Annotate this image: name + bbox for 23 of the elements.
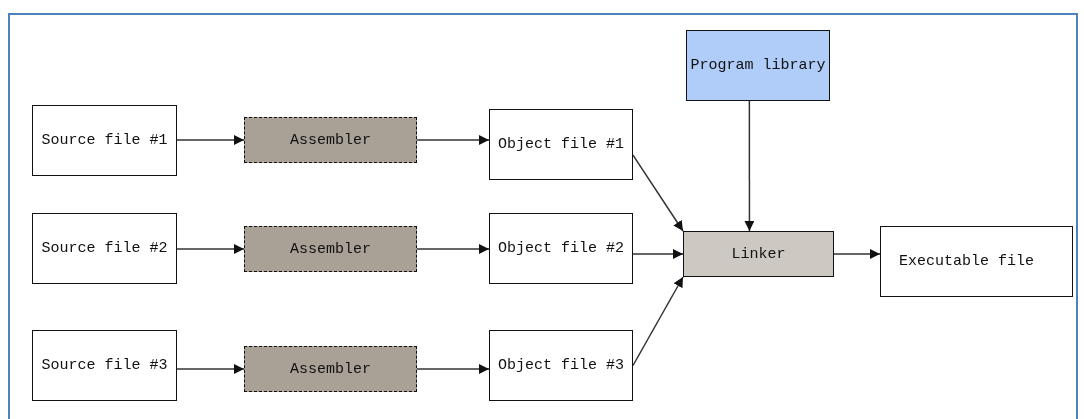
arrow	[744, 100, 755, 232]
arrow	[176, 364, 245, 374]
process-box: Source file #3	[32, 330, 177, 401]
assembler-box: Assembler	[244, 117, 417, 163]
process-box: Source file #2	[32, 213, 177, 284]
arrow	[176, 135, 245, 145]
arrow	[416, 135, 490, 145]
arrow	[632, 249, 684, 259]
arrow	[176, 244, 245, 254]
arrow	[632, 276, 684, 367]
output-box: Executable file	[880, 226, 1073, 297]
process-box: Object file #2	[489, 213, 633, 284]
arrow	[833, 249, 881, 259]
arrow	[416, 244, 490, 254]
arrow	[416, 364, 490, 374]
arrow	[632, 154, 684, 232]
linker-box: Linker	[683, 231, 834, 277]
library-box: Program library	[686, 30, 830, 101]
process-box: Source file #1	[32, 105, 177, 176]
assembler-box: Assembler	[244, 346, 417, 392]
process-box: Object file #3	[489, 330, 633, 401]
process-box: Object file #1	[489, 109, 633, 180]
assembler-box: Assembler	[244, 226, 417, 272]
